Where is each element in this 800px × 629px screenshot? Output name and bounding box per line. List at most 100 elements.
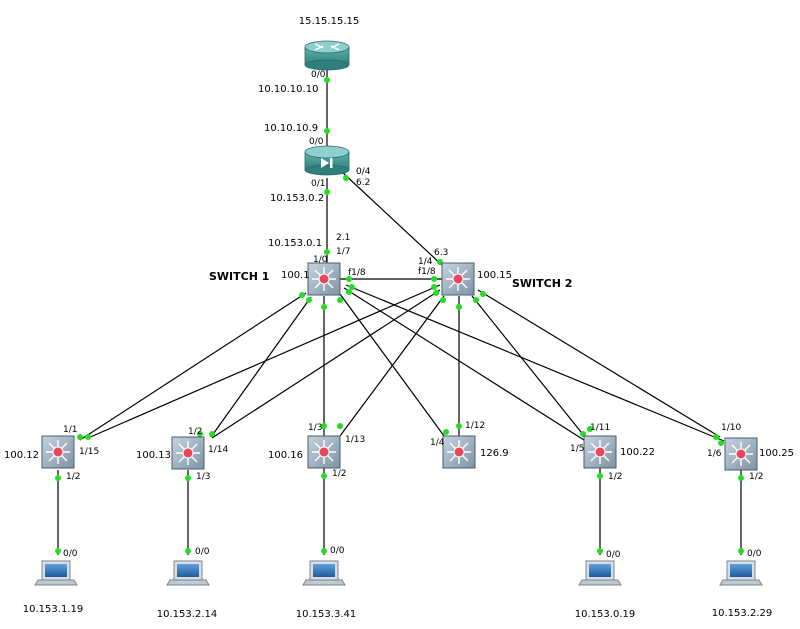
port-label: 1/4	[418, 257, 433, 267]
laptop-5[interactable]	[578, 560, 622, 586]
laptop-6-ip: 10.153.2.29	[712, 608, 772, 619]
link-sw1-a4[interactable]	[339, 293, 448, 441]
port-dot	[321, 473, 327, 479]
link-sw2-a3[interactable]	[339, 295, 445, 437]
link-ip-label: 10.10.10.10	[258, 84, 318, 95]
laptop-1-ip: 10.153.1.19	[23, 604, 83, 615]
switch-2-ip: 100.15	[477, 270, 512, 281]
port-dot	[713, 434, 719, 440]
port-dot	[431, 276, 437, 282]
access-switch-4[interactable]	[442, 435, 476, 469]
laptop-port-label: 0/0	[330, 546, 345, 556]
laptop-1[interactable]	[34, 560, 78, 586]
port-label: 1/5	[570, 444, 584, 454]
port-label: 1/2	[188, 427, 202, 437]
port-dot	[185, 475, 191, 481]
link-ip-label: 10.10.10.9	[264, 123, 318, 134]
router-top[interactable]	[304, 40, 350, 71]
switch-1[interactable]	[307, 262, 341, 296]
access-switch-3-ip: 100.16	[268, 450, 303, 461]
switch-1-ip: 100.1	[281, 270, 310, 281]
laptop-2-ip: 10.153.2.14	[157, 609, 217, 620]
port-label: 1/2	[749, 472, 763, 482]
link-ip-label: 6.2	[356, 178, 370, 188]
port-label: 1/15	[79, 447, 99, 457]
access-switch-1-ip: 100.12	[4, 450, 39, 461]
port-dot	[738, 548, 744, 554]
link-ip-label: 6.3	[434, 248, 448, 258]
link-sw1-a2[interactable]	[210, 296, 312, 438]
laptop-icon	[166, 560, 210, 586]
router-top-label: 15.15.15.15	[299, 16, 359, 27]
port-label: 1/13	[345, 435, 365, 445]
port-dot	[209, 431, 215, 437]
port-dot	[456, 423, 462, 429]
port-dot	[433, 290, 439, 296]
port-dot	[443, 429, 449, 435]
laptop-3-ip: 10.153.3.41	[296, 609, 356, 620]
port-label: 1/0	[313, 255, 328, 265]
access-switch-6[interactable]	[724, 437, 758, 471]
port-label: 0/0	[309, 137, 324, 147]
links	[57, 68, 742, 555]
link-sw2-a5[interactable]	[471, 295, 586, 438]
port-label: 1/2	[66, 472, 80, 482]
port-label: 1/2	[608, 472, 622, 482]
link-sw1-a6[interactable]	[345, 284, 725, 442]
port-dot	[324, 77, 330, 83]
access-switch-5-ip: 100.22	[620, 447, 655, 458]
port-label: f1/8	[418, 267, 436, 277]
link-sw1-a5[interactable]	[343, 287, 585, 441]
multilayer-switch-icon	[724, 437, 758, 471]
port-dot	[718, 440, 724, 446]
port-dot	[185, 548, 191, 554]
port-dot	[440, 297, 446, 303]
laptop-port-label: 0/0	[606, 550, 621, 560]
port-dot	[597, 548, 603, 554]
access-switch-1[interactable]	[41, 435, 75, 469]
link-ip-label: 10.153.0.2	[270, 193, 324, 204]
port-label: 1/1	[63, 425, 77, 435]
laptop-2[interactable]	[166, 560, 210, 586]
port-dot	[738, 475, 744, 481]
access-switch-5[interactable]	[583, 435, 617, 469]
port-label: 1/12	[465, 421, 485, 431]
laptop-3[interactable]	[302, 560, 346, 586]
switch-2[interactable]	[441, 262, 475, 296]
laptop-icon	[719, 560, 763, 586]
access-switch-3[interactable]	[307, 435, 341, 469]
port-dot	[324, 249, 330, 255]
port-dot	[349, 284, 355, 290]
access-switch-2[interactable]	[171, 436, 205, 470]
port-dot	[321, 304, 327, 310]
link-sw2-a1[interactable]	[87, 284, 441, 439]
port-label: 0/4	[356, 167, 371, 177]
port-dot	[55, 475, 61, 481]
port-dot	[480, 291, 486, 297]
multilayer-switch-icon	[442, 435, 476, 469]
port-dot	[197, 431, 203, 437]
laptop-icon	[34, 560, 78, 586]
multilayer-switch-icon	[583, 435, 617, 469]
port-dot	[321, 548, 327, 554]
link-ip-label: 2.1	[336, 233, 350, 243]
port-dot	[587, 426, 593, 432]
multilayer-switch-icon	[171, 436, 205, 470]
link-rfw-sw2[interactable]	[341, 171, 444, 267]
port-dot	[346, 289, 352, 295]
link-sw2-a2[interactable]	[211, 289, 441, 439]
port-label: 1/11	[590, 423, 610, 433]
link-sw2-a6[interactable]	[477, 289, 721, 438]
port-dot	[299, 292, 305, 298]
router-icon	[304, 40, 350, 71]
router-firewall[interactable]	[304, 145, 350, 176]
port-labels: 0/0 10.10.10.10 10.10.10.9 0/0 0/1 0/4 6…	[63, 70, 763, 560]
port-dot	[473, 297, 479, 303]
laptop-port-label: 0/0	[747, 549, 762, 559]
multilayer-switch-icon	[307, 435, 341, 469]
port-label: 1/2	[332, 469, 346, 479]
port-label: 0/1	[311, 179, 325, 189]
link-sw1-a1[interactable]	[79, 292, 307, 441]
laptop-6[interactable]	[719, 560, 763, 586]
